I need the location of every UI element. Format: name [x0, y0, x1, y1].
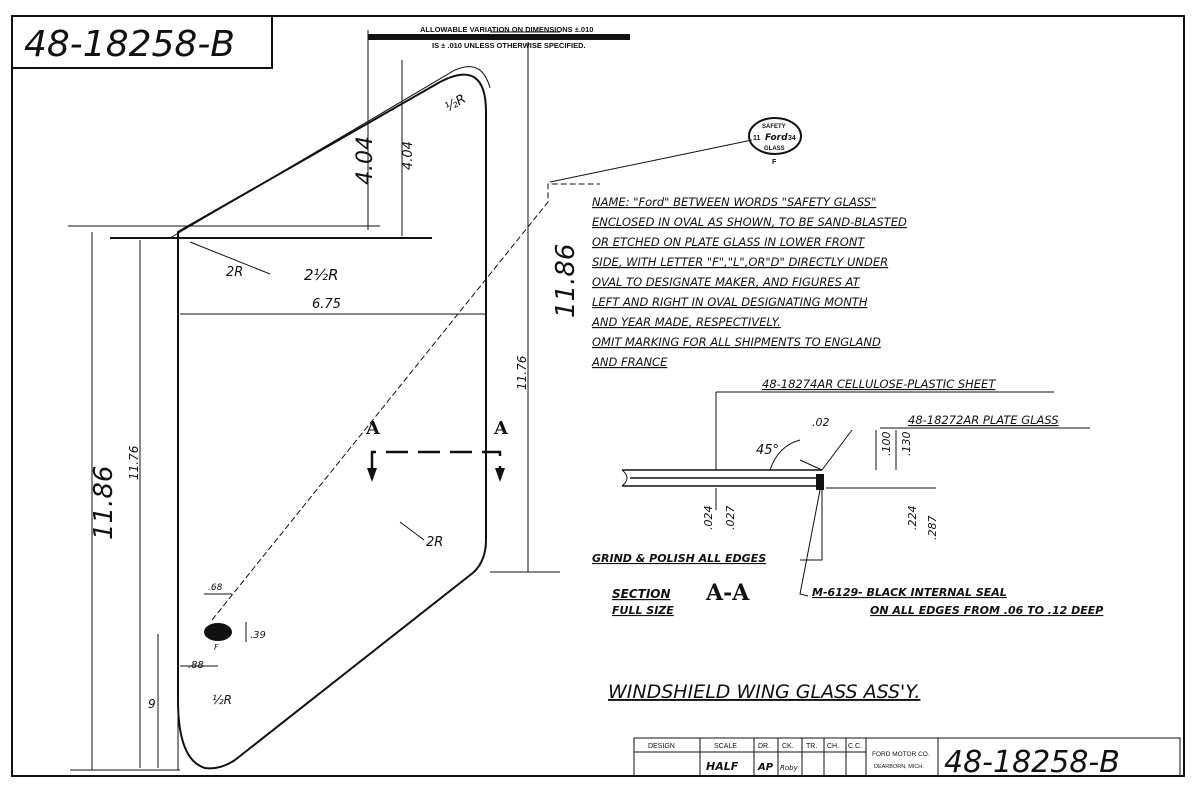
logo-width: .68 — [208, 583, 223, 593]
section-d-024: .024 — [702, 506, 715, 531]
grind-leader — [800, 490, 823, 561]
dim-404-right: 4.04 — [401, 141, 416, 170]
note-line-8: OMIT MARKING FOR ALL SHIPMENTS TO ENGLAN… — [592, 335, 881, 349]
edge-chamfer-angle — [821, 429, 853, 471]
note-leader — [211, 183, 600, 621]
section-label: SECTION — [612, 587, 671, 601]
logo-stamp-bottom: GLASS — [764, 146, 785, 152]
edge-seal — [816, 474, 824, 490]
section-d-100: .100 — [880, 432, 893, 457]
note-line-9: AND FRANCE — [591, 355, 668, 369]
tb-header-design: DESIGN — [648, 743, 675, 750]
section-name: A-A — [705, 580, 750, 606]
drawing-number-top: 48-18258-B — [24, 24, 235, 65]
logo-letter-on-glass: F — [214, 643, 219, 652]
logo-stamp-top: SAFETY — [762, 124, 786, 130]
tolerance-note-line-1: ALLOWABLE VARIATION ON DIMENSIONS ±.010 — [420, 25, 593, 34]
logo-stamp-oval — [748, 117, 802, 155]
section-cut-a-left: A — [365, 418, 381, 439]
tb-scale: HALF — [706, 760, 739, 773]
note-line-2: ENCLOSED IN OVAL AS SHOWN, TO BE SAND-BL… — [592, 215, 907, 229]
tb-header-ck: CK. — [782, 743, 794, 750]
section-detail: 48-18274AR CELLULOSE-PLASTIC SHEET 48-18… — [592, 377, 1103, 617]
radius-2r-right: 2R — [426, 535, 443, 550]
section-d-027: .027 — [724, 506, 737, 531]
dim-675: 6.75 — [312, 297, 341, 312]
tb-header-ch: CH. — [827, 743, 839, 750]
note-line-6: LEFT AND RIGHT IN OVAL DESIGNATING MONTH — [592, 295, 868, 309]
section-cellulose-label: 48-18274AR CELLULOSE-PLASTIC SHEET — [762, 377, 996, 391]
logo-stamp-maker: F — [772, 159, 777, 166]
marking-note: NAME: "Ford" BETWEEN WORDS "SAFETY GLASS… — [591, 195, 907, 369]
section-d-224: .224 — [906, 506, 919, 531]
note-line-7: AND YEAR MADE, RESPECTIVELY. — [591, 315, 781, 329]
note-line-3: OR ETCHED ON PLATE GLASS IN LOWER FRONT — [592, 235, 865, 249]
seal-leader — [799, 489, 821, 597]
logo-y: 9 — [148, 697, 156, 711]
tb-header-cc: C.C. — [848, 743, 862, 750]
glass-outline — [177, 73, 487, 770]
section-grind: GRIND & POLISH ALL EDGES — [592, 552, 766, 565]
logo-stamp-middle: Ford — [765, 133, 788, 143]
section-cut-line — [370, 450, 502, 470]
tb-city: DEARBORN, MICH. — [874, 764, 924, 770]
tb-company: FORD MOTOR CO. — [872, 751, 930, 758]
tb-dr: AP — [757, 762, 774, 773]
note-line-1: NAME: "Ford" BETWEEN WORDS "SAFETY GLASS… — [592, 195, 876, 209]
logo-stamp-right-num: 34 — [788, 135, 796, 142]
angle-arc — [769, 439, 801, 471]
title-block-frame — [633, 737, 1181, 777]
tolerance-note-line-2: IS ± .010 UNLESS OTHERWISE SPECIFIED. — [432, 41, 586, 50]
section-d-130: .130 — [900, 432, 913, 457]
logo-height: .39 — [250, 630, 266, 641]
dim-1186-right: 11.86 — [551, 244, 581, 318]
tb-header-dr: DR. — [758, 743, 770, 750]
radius-2half-left: 2½R — [304, 266, 339, 284]
section-arrow-right — [495, 468, 505, 482]
radius-2r-left: 2R — [226, 265, 243, 280]
radius-bottom: ½R — [212, 693, 232, 707]
note-line-5: OVAL TO DESIGNATE MAKER, AND FIGURES AT — [592, 275, 861, 289]
section-arrow-left — [367, 468, 377, 482]
radius-2r-left-leader — [189, 241, 271, 275]
section-plate-label: 48-18272AR PLATE GLASS — [908, 413, 1059, 427]
outline-inner-line — [169, 66, 491, 239]
drawing-title: WINDSHIELD WING GLASS ASS'Y. — [608, 681, 920, 703]
section-d-02: .02 — [812, 416, 830, 429]
section-d-287: .287 — [926, 516, 939, 541]
radius-2r-right-leader — [399, 521, 425, 541]
glass-break-left — [621, 469, 628, 487]
radius-top: ½R — [443, 92, 469, 116]
dim-404-left: 4.04 — [353, 136, 378, 185]
logo-oval-on-glass — [204, 623, 232, 641]
edge-chamfer-top — [799, 459, 823, 471]
section-seal-1: M-6129- BLACK INTERNAL SEAL — [812, 586, 1007, 599]
section-cut-a-right: A — [493, 418, 509, 439]
section-seal-2: ON ALL EDGES FROM .06 TO .12 DEEP — [870, 604, 1103, 617]
title-block: DESIGN SCALE DR. CK. TR. CH. C.C. HALF A… — [633, 737, 1181, 780]
dim-1176-right: 11.76 — [515, 355, 529, 390]
logo-stamp-left-num: 11 — [753, 135, 761, 142]
tb-ck: Roby — [780, 764, 799, 772]
drawing-number-bottom: 48-18258-B — [944, 745, 1120, 780]
tb-header-scale: SCALE — [714, 743, 737, 750]
drawing-number-box — [11, 15, 273, 69]
sheet-border — [11, 15, 1185, 777]
tolerance-note-bar — [368, 34, 630, 40]
tb-header-tr: TR. — [806, 743, 817, 750]
section-angle: 45° — [756, 443, 779, 458]
stamp-leader — [549, 139, 753, 183]
section-full-size: FULL SIZE — [612, 604, 674, 617]
dim-1176-left: 11.76 — [127, 445, 141, 480]
logo-x: .88 — [188, 660, 204, 671]
note-line-4: SIDE, WITH LETTER "F","L",OR"D" DIRECTLY… — [592, 255, 888, 269]
dim-1186-left: 11.86 — [89, 466, 119, 540]
